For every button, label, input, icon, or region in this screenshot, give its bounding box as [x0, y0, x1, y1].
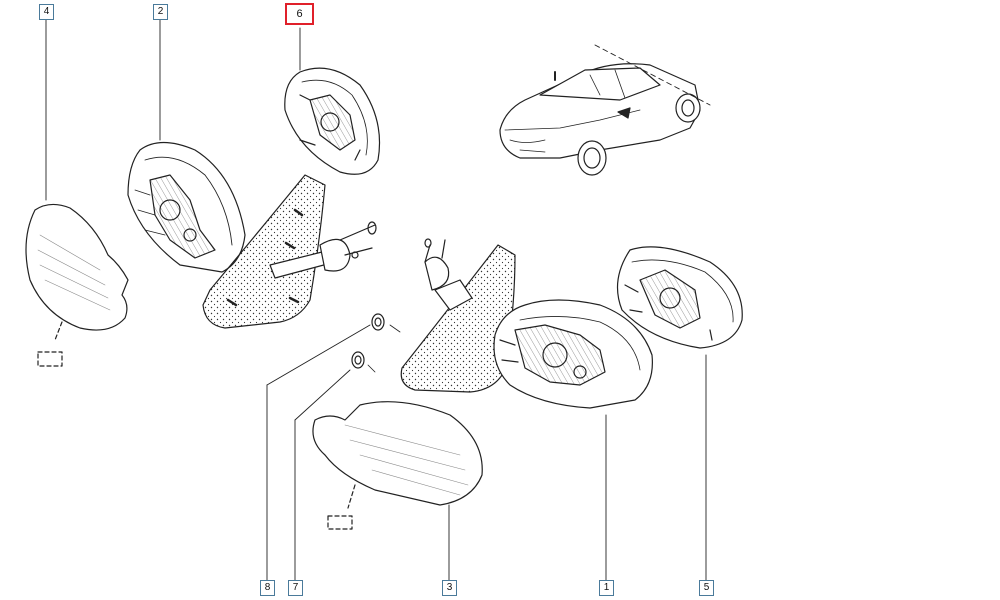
- callout-8[interactable]: 8: [260, 580, 275, 596]
- mirror-cover-right-part-3: [312, 401, 483, 530]
- callout-2[interactable]: 2: [153, 4, 168, 20]
- callout-3[interactable]: 3: [442, 580, 457, 596]
- mirror-cover-left-part-4: [25, 203, 129, 367]
- car-outline-sketch: [499, 44, 711, 176]
- mounting-plate-left: [202, 174, 377, 329]
- callout-6[interactable]: 6: [285, 3, 314, 25]
- mirror-glass-right-part-5: [616, 246, 743, 349]
- callout-4[interactable]: 4: [39, 4, 54, 20]
- mirror-housing-right-part-1: [493, 299, 653, 409]
- callout-7[interactable]: 7: [288, 580, 303, 596]
- mirror-housing-left-part-2: [127, 141, 246, 273]
- mirror-glass-left-part-6: [284, 67, 381, 175]
- callout-5[interactable]: 5: [699, 580, 714, 596]
- callout-1[interactable]: 1: [599, 580, 614, 596]
- leader-lines: [45, 19, 707, 581]
- mounting-plate-right: [351, 238, 516, 393]
